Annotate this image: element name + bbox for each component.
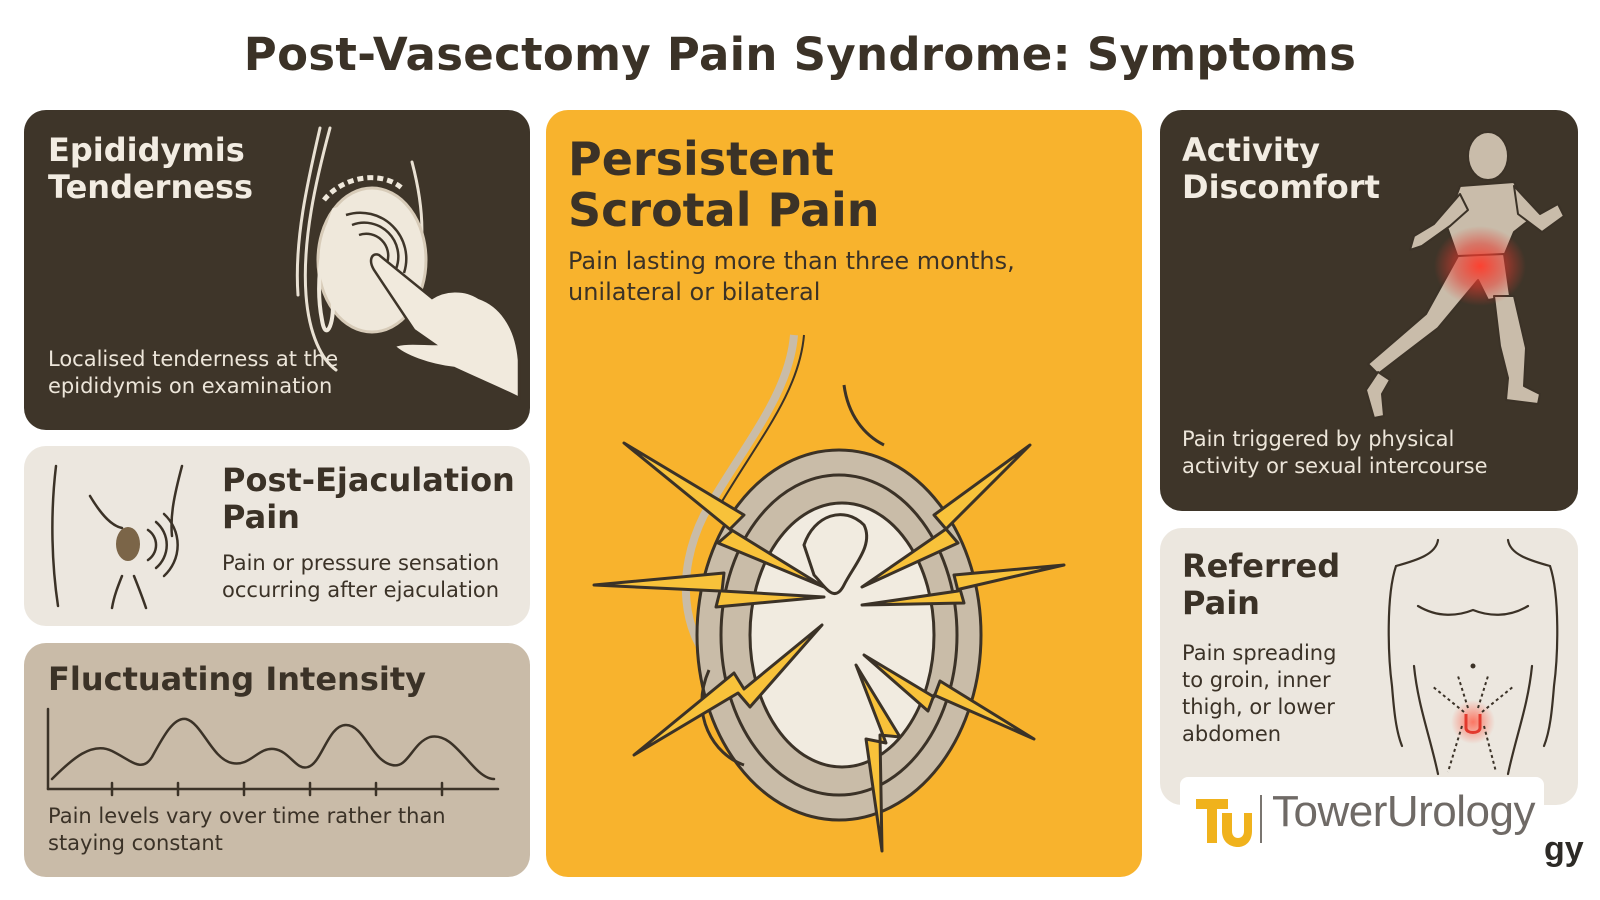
card-description-line: thigh, or lower [1182,694,1335,719]
card-description: Pain triggered by physical activity or s… [1182,426,1488,481]
card-description-line: occurring after ejaculation [222,578,500,603]
card-description-line: Pain triggered by physical [1182,427,1455,451]
card-description: Localised tenderness at the epididymis o… [48,346,338,401]
card-title: Epididymis Tenderness [48,131,254,207]
card-title-line: Tenderness [48,168,254,207]
torso-referred-pain-icon [1387,538,1559,776]
card-title: Referred Pain [1182,547,1341,623]
logo-divider [1260,795,1262,843]
card-description: Pain spreading to groin, inner thigh, or… [1182,640,1336,748]
tu-logo-mark-icon [1196,799,1252,847]
card-description-line: Pain or pressure sensation [222,551,500,575]
card-description: Pain lasting more than three months, uni… [568,246,1015,308]
logo-brand-text: TowerUrology [1272,787,1535,836]
card-description-line: Pain spreading [1182,641,1337,665]
tower-urology-logo: TowerUrology [1180,777,1544,865]
card-title-line: Pain [1182,584,1260,623]
logo-tail-text: gy [1544,830,1584,868]
finger-pressing-testis-icon [295,126,521,401]
card-description-line: to groin, inner [1182,667,1331,692]
card-description-line: abdomen [1182,721,1282,746]
card-referred-pain: Referred Pain Pain spreading to groin, i… [1160,528,1578,805]
card-title-line: Activity [1182,131,1320,169]
card-title-line: Persistent [568,132,835,186]
card-title-line: Pain [222,498,300,537]
card-description-line: Localised tenderness at the [48,347,339,371]
card-title-line: Referred [1182,547,1341,585]
card-post-ejaculation-pain: Post-Ejaculation Pain Pain or pressure s… [24,446,530,626]
page-title: Post-Vasectomy Pain Syndrome: Symptoms [243,28,1357,81]
card-epididymis-tenderness: Epididymis Tenderness Localised tenderne… [24,110,530,430]
card-description-line: Pain lasting more than three months, [568,247,1015,275]
card-title: Post-Ejaculation Pain [222,461,515,537]
card-title-line: Epididymis [48,131,245,169]
running-person-icon [1365,131,1565,419]
card-title-line: Scrotal Pain [568,182,880,237]
scrotum-lightning-icon [592,334,1066,853]
groin-pressure-icon [51,464,184,610]
card-activity-discomfort: Activity Discomfort Pain triggered by ph… [1160,110,1578,511]
card-description-line: staying constant [48,831,223,856]
card-description-line: epididymis on examination [48,374,333,399]
card-title-line: Post-Ejaculation [222,461,515,499]
wave-graph-icon [46,707,500,797]
card-persistent-scrotal-pain: Persistent Scrotal Pain Pain lasting mor… [546,110,1142,877]
card-title: Activity Discomfort [1182,131,1380,207]
card-description: Pain or pressure sensation occurring aft… [222,550,499,605]
card-title: Persistent Scrotal Pain [568,134,880,235]
card-title: Fluctuating Intensity [48,660,426,698]
card-description-line: activity or sexual intercourse [1182,454,1488,479]
card-description-line: unilateral or bilateral [568,278,821,307]
card-title-line: Discomfort [1182,168,1380,207]
card-description-line: Pain levels vary over time rather than [48,804,446,828]
card-fluctuating-intensity: Fluctuating Intensity Pain levels vary o… [24,643,530,877]
card-description: Pain levels vary over time rather than s… [48,803,446,858]
